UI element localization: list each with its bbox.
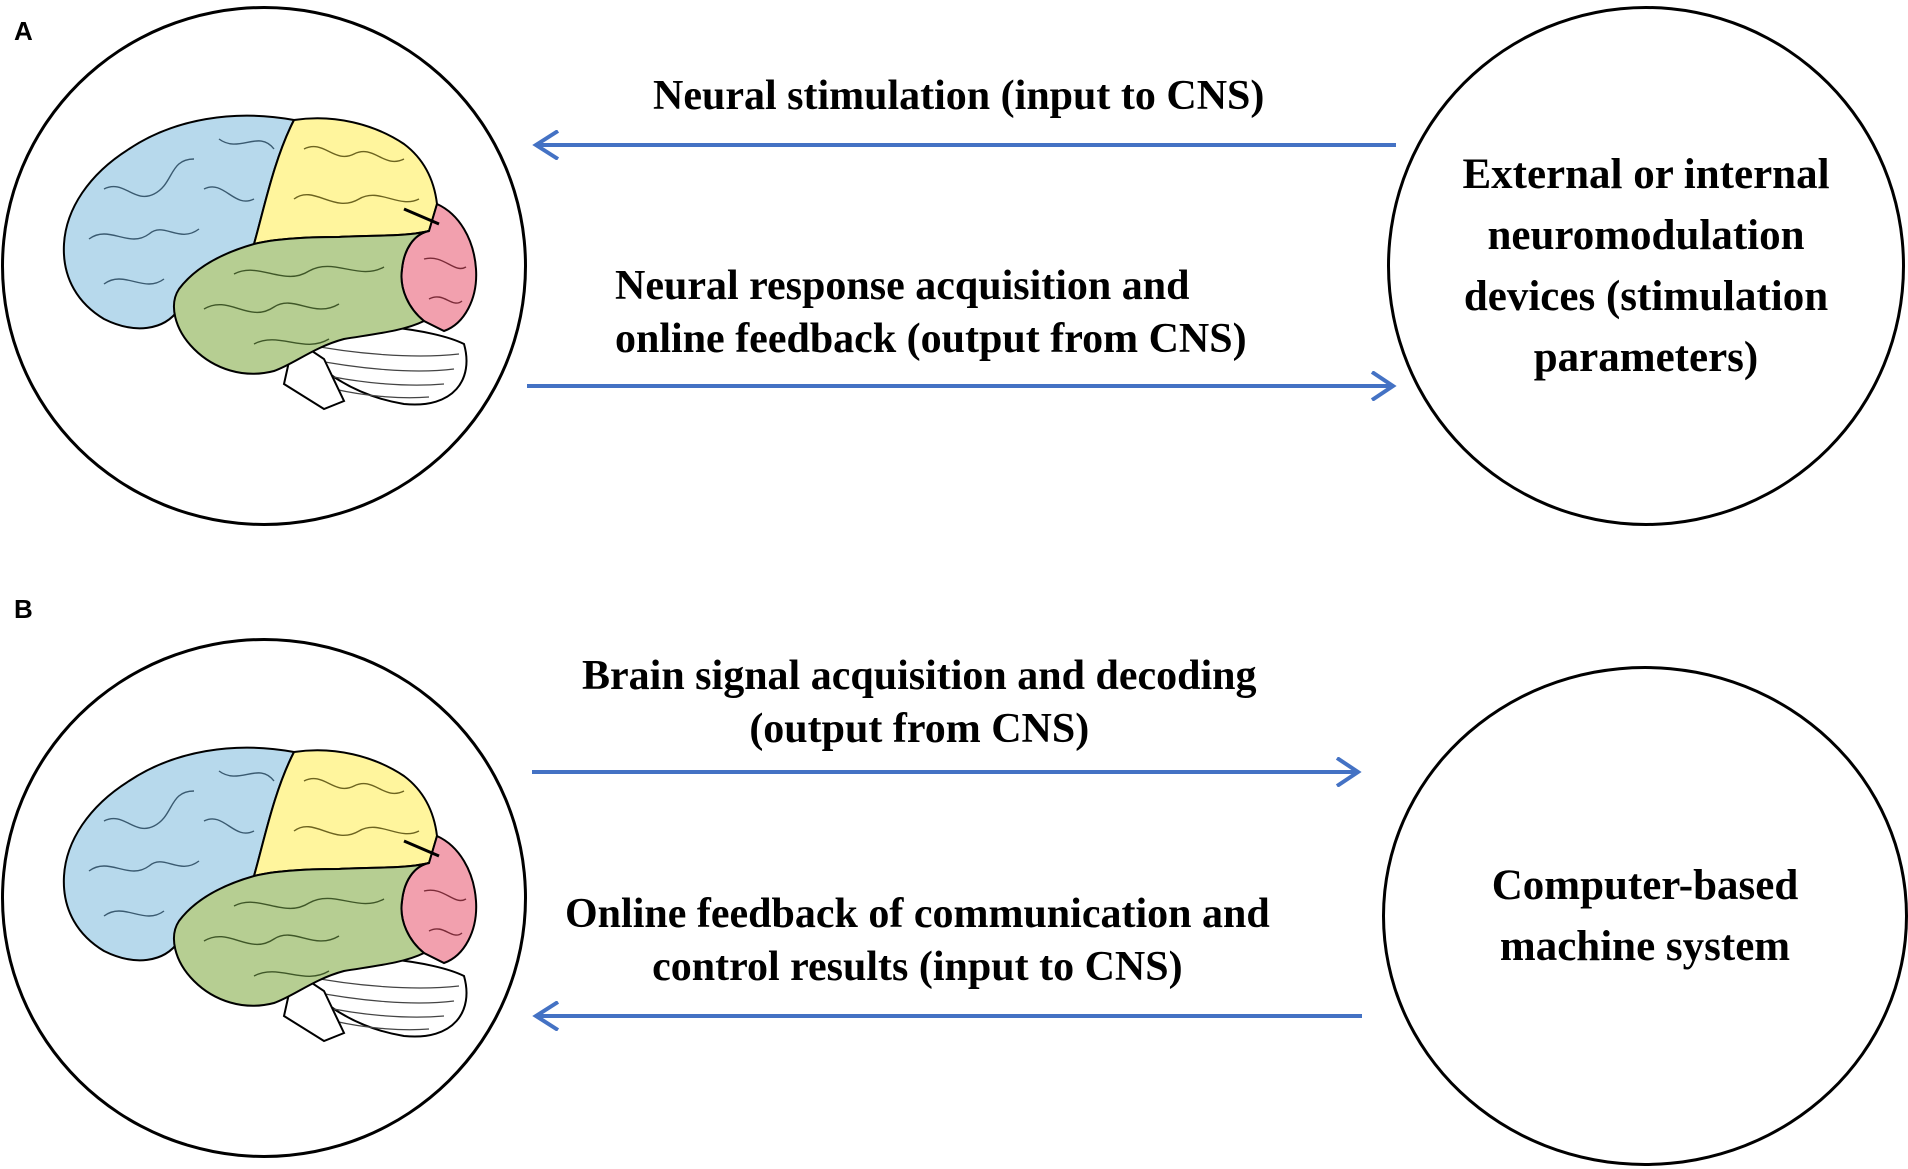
panel-a-label: A — [14, 16, 33, 46]
panel-a-device-circle: External or internal neuromodulation dev… — [1387, 6, 1905, 526]
panel-a-device-line-1: External or internal — [1462, 151, 1830, 198]
panel-b-machine-text: Computer-based machine system — [1385, 855, 1905, 977]
panel-b-top-label-line-2: (output from CNS) — [749, 706, 1090, 752]
panel-a-bottom-label-line-1: Neural response acquisition and — [615, 263, 1190, 309]
panel-b-machine-circle: Computer-based machine system — [1382, 666, 1908, 1166]
panel-a-bottom-label-line-2: online feedback (output from CNS) — [615, 316, 1247, 362]
panel-b-bottom-arrow-label: Online feedback of communication and con… — [565, 888, 1270, 994]
panel-b-bottom-label-line-2: control results (input to CNS) — [652, 944, 1183, 990]
panel-a-device-text: External or internal neuromodulation dev… — [1390, 144, 1902, 388]
panel-b-right-arrow — [532, 757, 1362, 787]
panel-b-top-label-line-1: Brain signal acquisition and decoding — [582, 653, 1257, 699]
brain-illustration-icon — [62, 114, 478, 411]
panel-a-brain-circle — [1, 6, 527, 526]
panel-b-label: B — [14, 594, 33, 624]
panel-a-bottom-arrow-label: Neural response acquisition and online f… — [615, 260, 1247, 366]
panel-a-device-line-4: parameters) — [1533, 334, 1759, 381]
panel-b-bottom-label-line-1: Online feedback of communication and — [565, 891, 1270, 937]
panel-b-machine-line-2: machine system — [1499, 923, 1791, 970]
panel-a-left-arrow — [532, 130, 1396, 160]
panel-a-right-arrow — [527, 371, 1397, 401]
panel-b-left-arrow — [532, 1001, 1362, 1031]
panel-b-top-arrow-label: Brain signal acquisition and decoding (o… — [582, 650, 1257, 756]
panel-a-top-arrow-label: Neural stimulation (input to CNS) — [653, 73, 1265, 119]
panel-b-brain-circle — [1, 638, 527, 1158]
panel-b-machine-line-1: Computer-based — [1491, 862, 1799, 909]
panel-a-device-line-3: devices (stimulation — [1463, 273, 1829, 320]
panel-a-device-line-2: neuromodulation — [1487, 212, 1805, 259]
brain-illustration-icon — [62, 746, 478, 1043]
